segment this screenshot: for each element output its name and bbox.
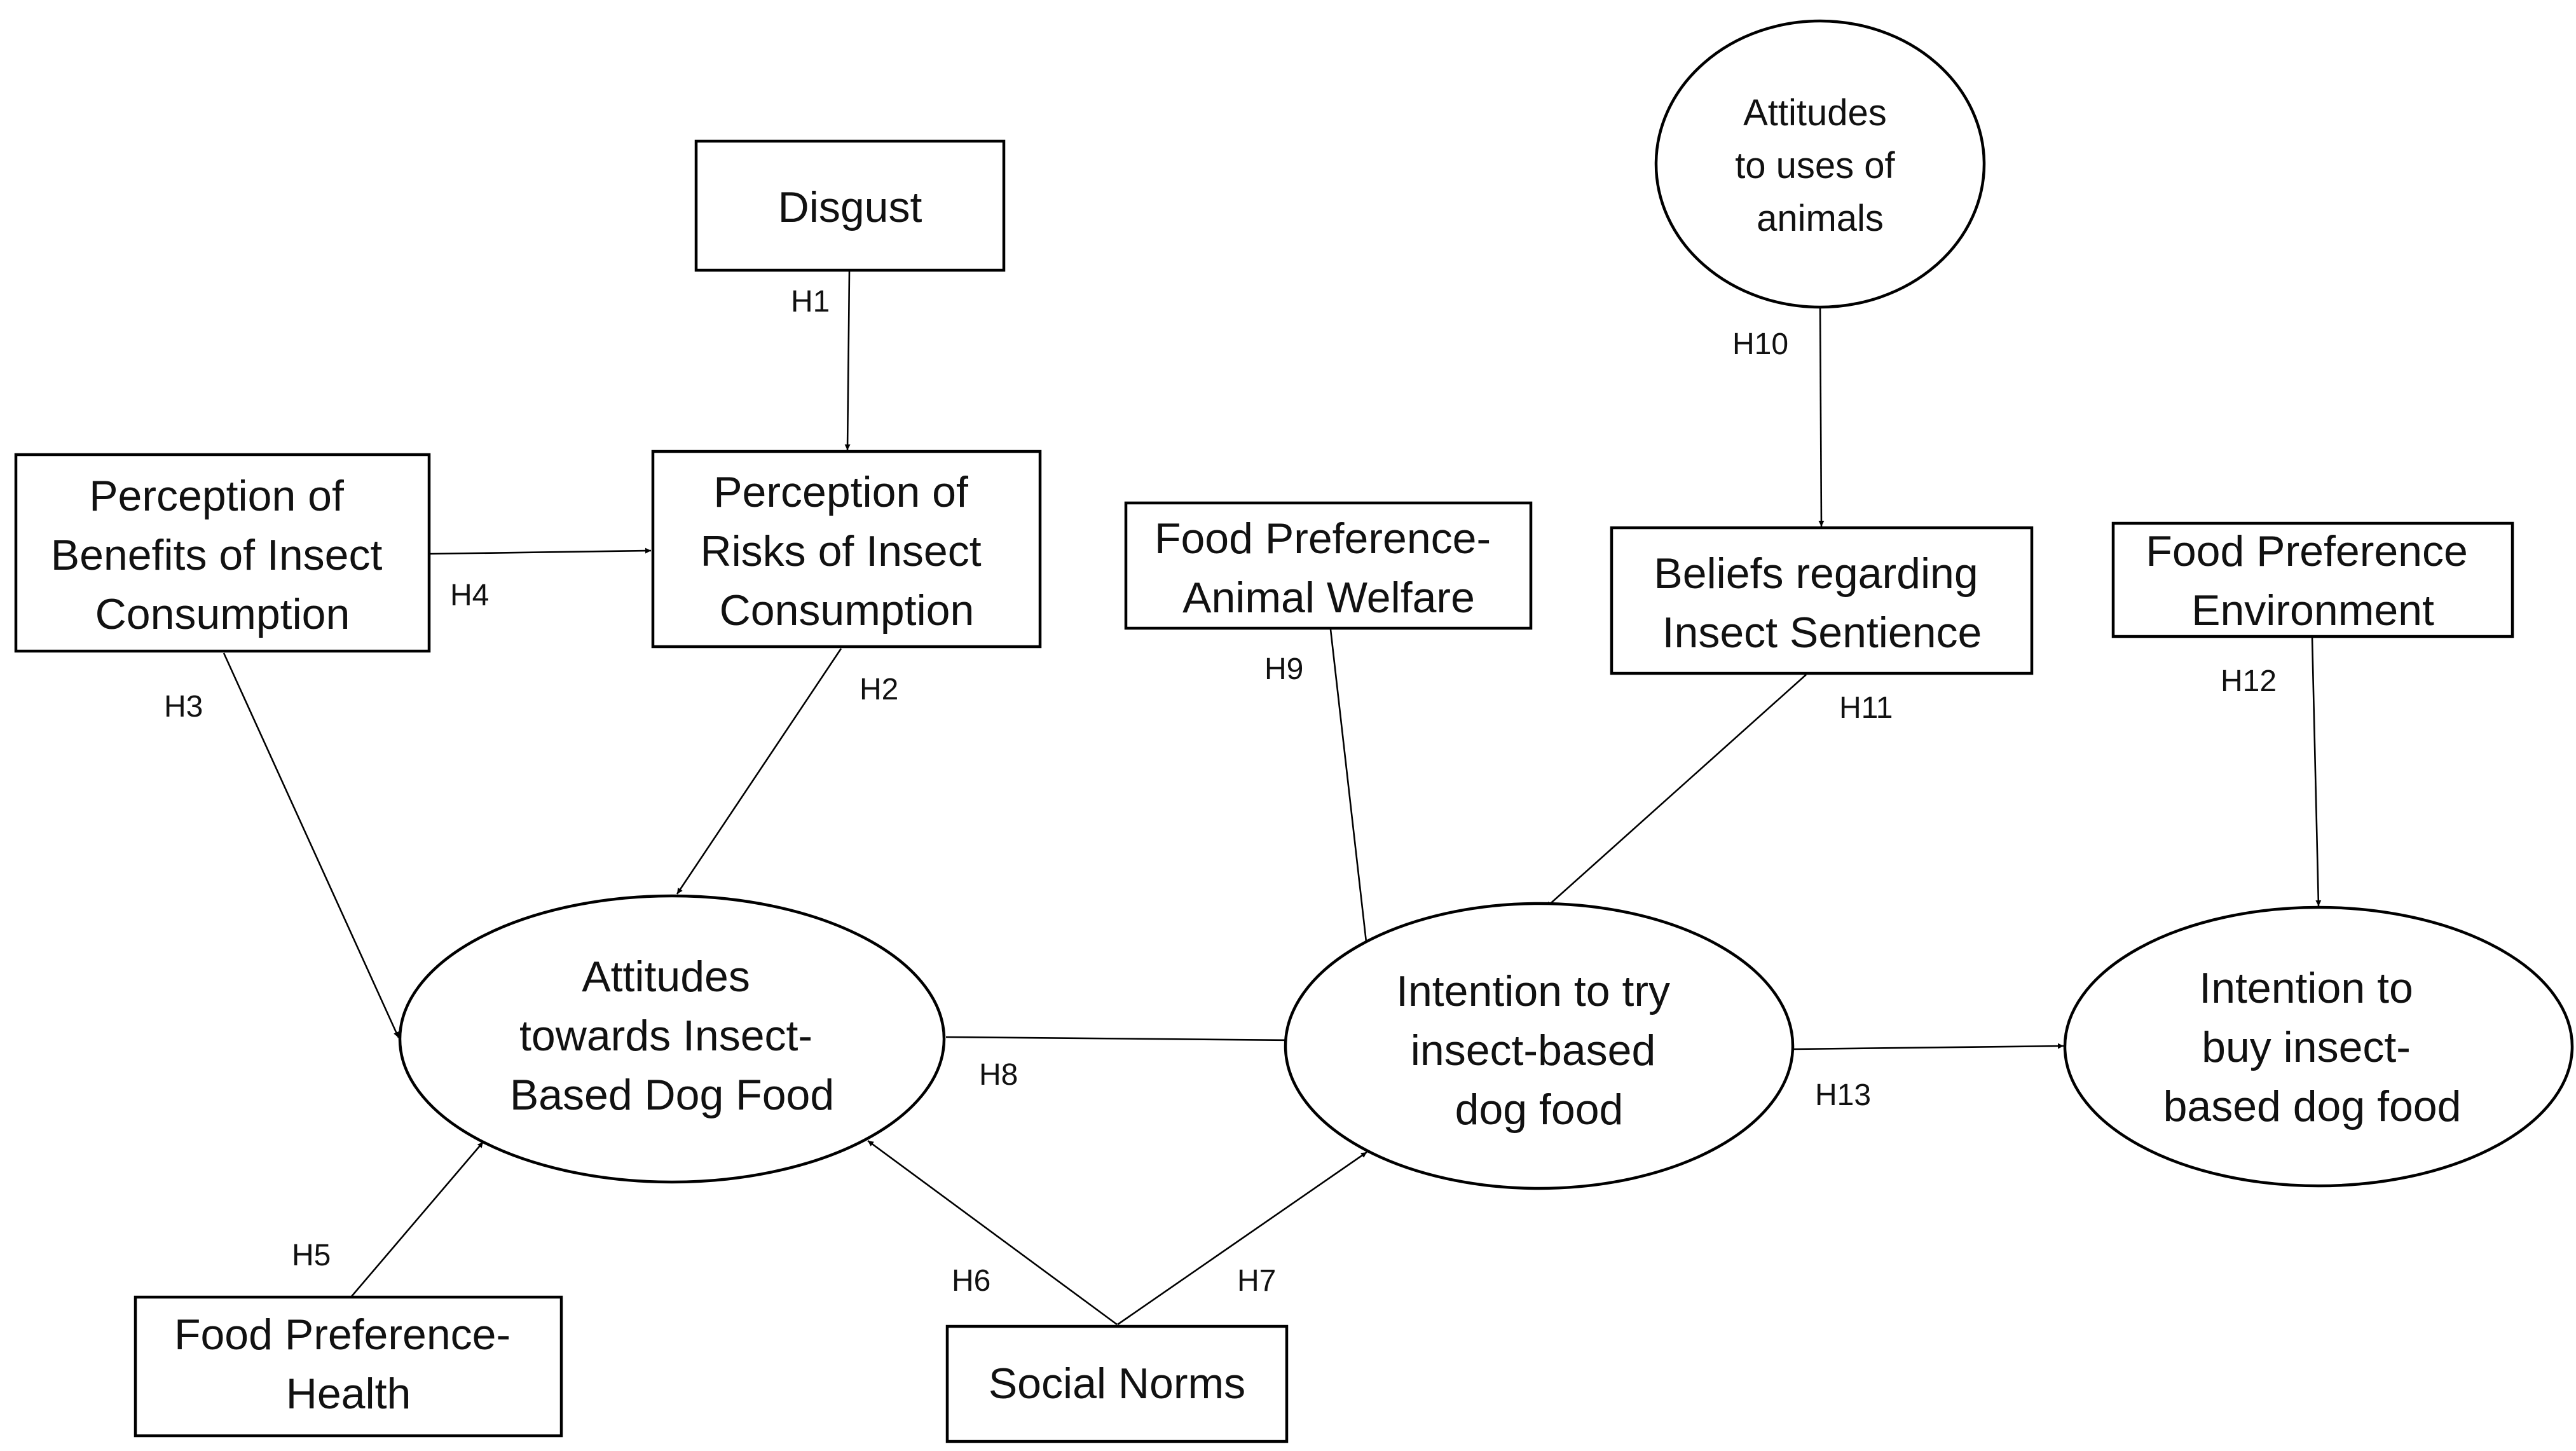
intention-to-buy-ellipse (2063, 905, 2574, 1188)
node-disgust: Disgust (694, 139, 1006, 272)
svg-text:Food Preference Environm: Food Preference Environment (2146, 527, 2479, 635)
svg-text:Intention to buy insect-: Intention to buy insect- based dog food (2163, 964, 2462, 1131)
perception-benefits-box (14, 453, 431, 653)
svg-text:Beliefs regarding Insect: Beliefs regarding Insect Sentience (1654, 549, 1990, 657)
svg-text:Perception of Risks of I: Perception of Risks of Insect Consumptio… (700, 468, 993, 635)
attitudes-uses-of-animals-label-line-2: to uses of (1735, 145, 1895, 186)
attitudes-insect-based-dog-food-label-line-3: Based Dog Food (510, 1071, 834, 1119)
node-food-preference-animal-welfare: Food Preference- Animal Welfare (1124, 501, 1533, 630)
node-social-norms: Social Norms (945, 1324, 1289, 1443)
svg-text:Food Preference- Animal: Food Preference- Animal Welfare (1154, 514, 1503, 622)
node-perception-risks: Perception of Risks of Insect Consumptio… (651, 450, 1042, 649)
arrow-h11 (1545, 674, 1807, 908)
node-intention-to-try: Intention to try insect-based dog food (1284, 902, 1795, 1190)
food-preference-animal-welfare-box (1124, 501, 1533, 630)
perception-risks-label-line-2: Risks of Insect (700, 527, 981, 575)
attitudes-insect-based-dog-food-label-line-2: towards Insect- (519, 1012, 812, 1060)
social-norms-label: Social Norms (989, 1359, 1245, 1408)
svg-text:Disgust: Disgust (778, 183, 922, 231)
intention-to-try-label-line-3: dog food (1455, 1085, 1624, 1134)
perception-risks-label-line-1: Perception of (713, 468, 968, 516)
attitudes-insect-based-dog-food-label-line-1: Attitudes (582, 952, 750, 1001)
food-preference-environment-box (2111, 521, 2514, 638)
food-preference-health-box (134, 1295, 563, 1438)
hypothesis-label-h8: H8 (979, 1058, 1018, 1092)
hypothesis-label-h4: H4 (450, 579, 489, 612)
svg-text:Food Preference- Health: Food Preference- Health (174, 1310, 523, 1418)
perception-risks-label-line-3: Consumption (720, 586, 975, 635)
food-preference-animal-welfare-label-line-2: Animal Welfare (1182, 574, 1475, 622)
food-preference-health-label-line-2: Health (286, 1370, 411, 1418)
intention-to-try-label-line-2: insect-based (1411, 1026, 1656, 1075)
arrow-h2 (676, 648, 842, 895)
attitudes-uses-of-animals-label-line-1: Attitudes (1743, 92, 1887, 134)
hypothesis-label-h12: H12 (2221, 664, 2277, 698)
disgust-label: Disgust (778, 183, 922, 231)
hypothesis-label-h6: H6 (952, 1264, 990, 1298)
beliefs-insect-sentience-box (1610, 526, 2034, 675)
food-preference-environment-label-line-1: Food Preference (2146, 527, 2468, 575)
hypothesis-label-h13: H13 (1815, 1078, 1871, 1112)
intention-to-buy-label-line-1: Intention to (2199, 964, 2413, 1012)
hypothesis-labels: H1 H2 H3 H4 H5 H6 H7 H8 H9 H10 H11 H12 H… (164, 285, 2277, 1298)
arrow-h3 (223, 652, 400, 1038)
hypothesis-label-h5: H5 (292, 1239, 331, 1272)
hypothesis-label-h2: H2 (860, 673, 898, 706)
attitudes-uses-of-animals-label-line-3: animals (1757, 198, 1884, 239)
intention-to-try-ellipse (1284, 902, 1795, 1190)
perception-benefits-label-line-1: Perception of (89, 472, 344, 520)
arrow-h4 (430, 547, 652, 555)
arrow-h12 (2311, 637, 2322, 907)
arrow-h6 (867, 1139, 1118, 1326)
food-preference-health-label-line-1: Food Preference- (174, 1310, 510, 1359)
social-norms-box (945, 1324, 1289, 1443)
attitudes-uses-of-animals-circle (1654, 19, 1986, 309)
food-preference-animal-welfare-label-line-1: Food Preference- (1154, 514, 1491, 563)
perception-benefits-label-line-2: Benefits of Insect (51, 531, 383, 579)
intention-to-buy-label-line-2: buy insect- (2202, 1023, 2411, 1071)
food-preference-environment-label-line-2: Environment (2191, 586, 2434, 635)
node-attitudes-uses-of-animals: Attitudes to uses of animals (1654, 19, 1986, 309)
arrow-h1 (844, 271, 851, 451)
arrow-h9 (1329, 629, 1369, 948)
arrow-h10 (1818, 307, 1825, 527)
beliefs-insect-sentience-label-line-2: Insect Sentience (1662, 609, 1982, 657)
intention-to-buy-label-line-3: based dog food (2163, 1082, 2462, 1131)
svg-text:Perception of Benefits o: Perception of Benefits of Insect Consump… (51, 472, 395, 638)
node-intention-to-buy: Intention to buy insect- based dog food (2063, 905, 2574, 1188)
node-perception-benefits: Perception of Benefits of Insect Consump… (14, 453, 431, 653)
edges (223, 271, 2322, 1326)
svg-text:Social Norms: Social Norms (989, 1359, 1245, 1408)
node-beliefs-insect-sentience: Beliefs regarding Insect Sentience (1610, 526, 2034, 675)
svg-text:Attitudes to uses of: Attitudes to uses of animals (1735, 92, 1905, 239)
arrow-h5 (350, 1141, 484, 1298)
perception-benefits-label-line-3: Consumption (95, 590, 350, 638)
hypothesis-label-h7: H7 (1237, 1264, 1276, 1298)
node-food-preference-environment: Food Preference Environment (2111, 521, 2514, 638)
hypothesis-label-h9: H9 (1264, 652, 1303, 686)
perception-risks-box (651, 450, 1042, 649)
arrow-h8 (945, 1036, 1298, 1043)
hypothesis-label-h3: H3 (164, 690, 203, 724)
arrow-h7 (1117, 1151, 1367, 1326)
disgust-box (694, 139, 1006, 272)
hypothesis-label-h11: H11 (1839, 691, 1893, 725)
svg-text:Attitudes towards Insect: Attitudes towards Insect- Based Dog Food (510, 952, 834, 1119)
node-food-preference-health: Food Preference- Health (134, 1295, 563, 1438)
attitudes-insect-based-dog-food-ellipse (398, 894, 946, 1184)
hypothesis-label-h1: H1 (791, 285, 830, 319)
hypothesis-label-h10: H10 (1732, 327, 1788, 361)
beliefs-insect-sentience-label-line-1: Beliefs regarding (1654, 549, 1978, 598)
node-attitudes-insect-based-dog-food: Attitudes towards Insect- Based Dog Food (398, 894, 946, 1184)
intention-to-try-label-line-1: Intention to try (1396, 967, 1670, 1015)
arrow-h13 (1793, 1043, 2064, 1050)
svg-text:Intention to try insect-: Intention to try insect-based dog food (1396, 967, 1682, 1134)
